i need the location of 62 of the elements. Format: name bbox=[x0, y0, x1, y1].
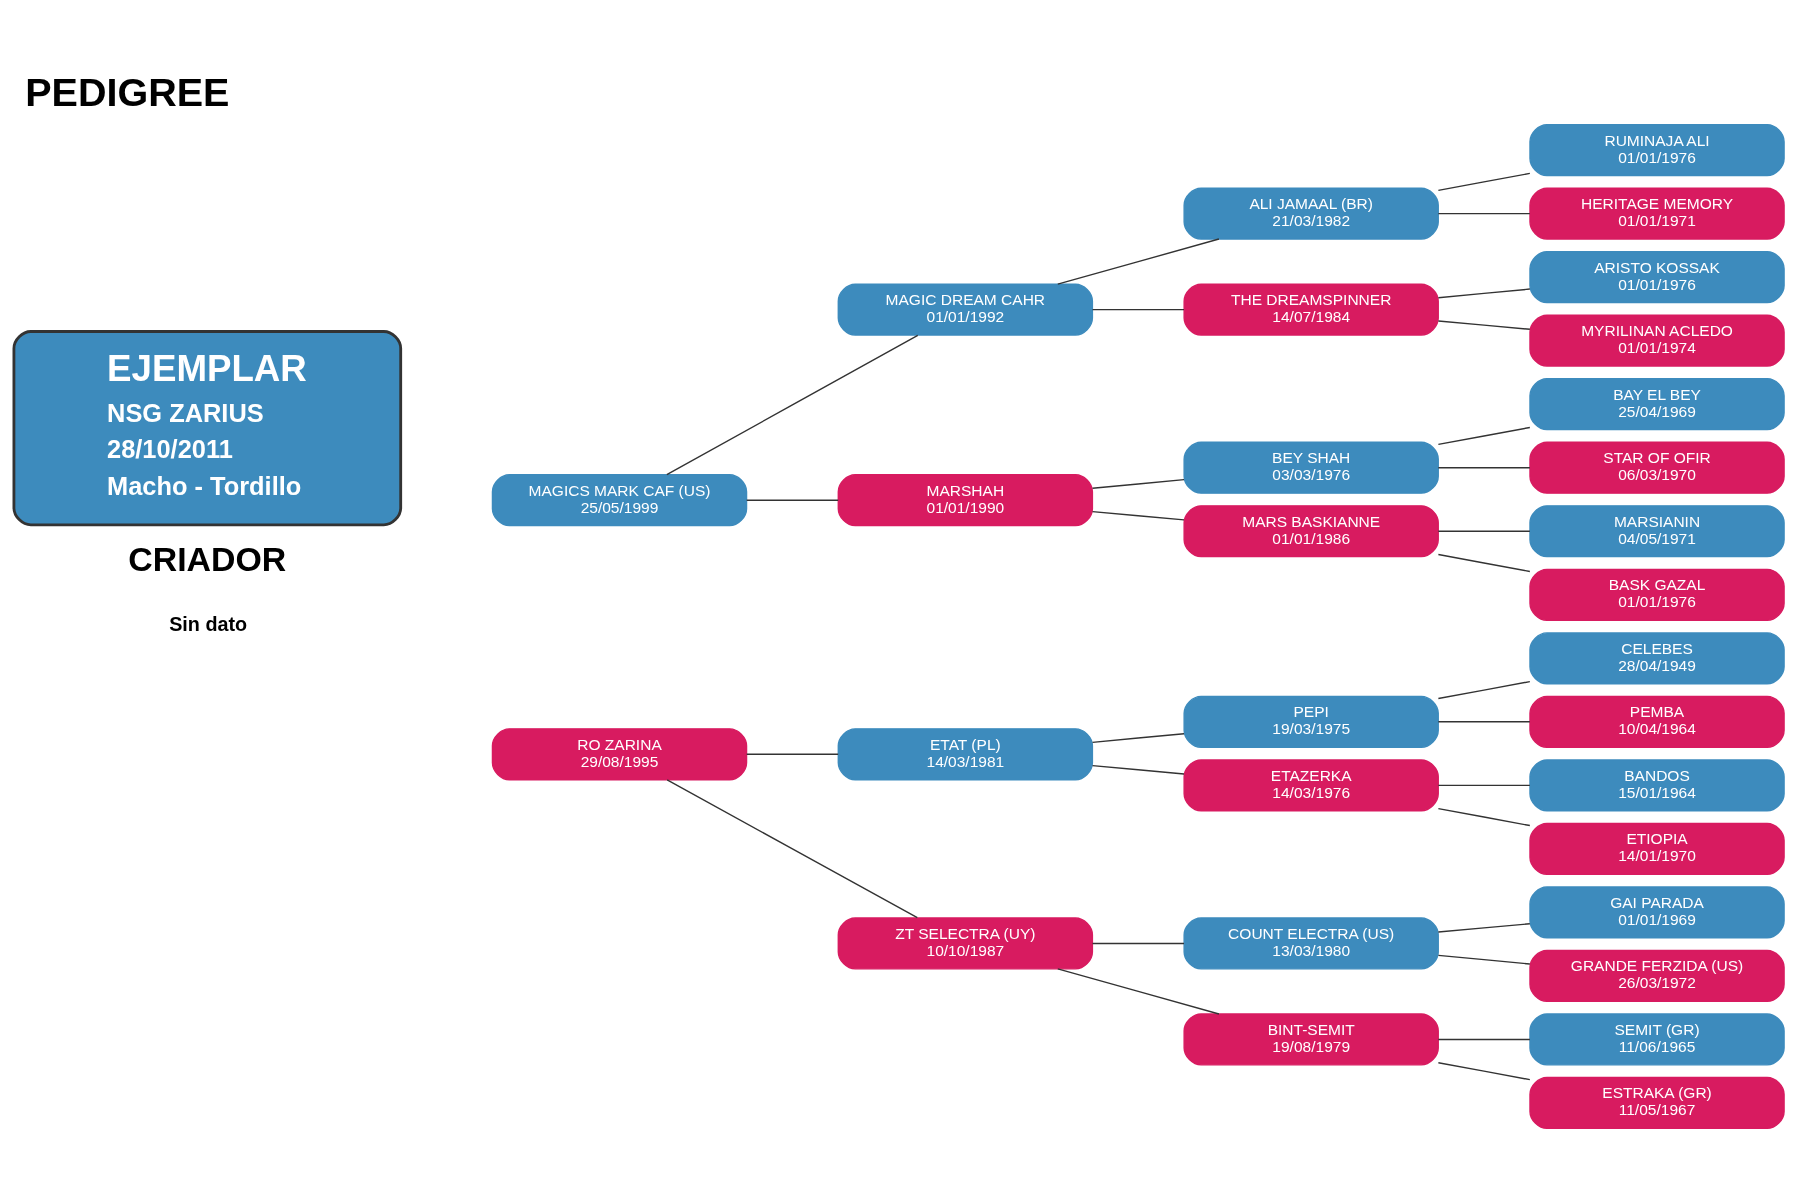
node-box: MARS BASKIANNE 01/01/1986 bbox=[1183, 505, 1439, 558]
node-box: EJEMPLAR NSG ZARIUS 28/10/2011 Macho - Tordillo bbox=[12, 330, 403, 527]
connector bbox=[1091, 942, 1185, 945]
node-box: MARSHAH 01/01/1990 bbox=[837, 474, 1094, 527]
node-box: COUNT ELECTRA (US) 13/03/1980 bbox=[1183, 917, 1439, 970]
connector bbox=[1437, 954, 1531, 965]
connector bbox=[1091, 733, 1185, 744]
connector bbox=[1437, 212, 1531, 215]
connector bbox=[1437, 426, 1531, 446]
node-box: BANDOS 15/01/1964 bbox=[1529, 759, 1785, 812]
diagram-title: PEDIGREE bbox=[25, 69, 230, 114]
node-box: THE DREAMSPINNER 14/07/1984 bbox=[1183, 283, 1439, 336]
connector bbox=[1437, 1038, 1531, 1041]
connector bbox=[1437, 172, 1531, 192]
node-box: MYRILINAN ACLEDO 01/01/1974 bbox=[1529, 314, 1785, 367]
connector bbox=[1437, 923, 1531, 933]
connector bbox=[1091, 764, 1185, 775]
node-box: RUMINAJA ALI 01/01/1976 bbox=[1529, 124, 1785, 177]
node-box: SEMIT (GR) 11/06/1965 bbox=[1529, 1013, 1785, 1066]
connector bbox=[1057, 968, 1220, 1015]
connector bbox=[1437, 807, 1531, 827]
node-box: STAR OF OFIR 06/03/1970 bbox=[1529, 441, 1785, 494]
node-box: BINT-SEMIT 19/08/1979 bbox=[1183, 1013, 1439, 1066]
connector bbox=[1091, 478, 1185, 489]
connector bbox=[666, 334, 919, 476]
connector bbox=[1437, 680, 1531, 700]
connector bbox=[1057, 238, 1220, 285]
connector bbox=[1437, 320, 1531, 330]
connector bbox=[1437, 1062, 1531, 1081]
connector bbox=[1091, 308, 1185, 311]
node-box: MARSIANIN 04/05/1971 bbox=[1529, 505, 1785, 558]
connector bbox=[1437, 721, 1531, 723]
node-box: HERITAGE MEMORY 01/01/1971 bbox=[1529, 187, 1785, 240]
connector bbox=[1437, 288, 1531, 299]
node-box: GRANDE FERZIDA (US) 26/03/1972 bbox=[1529, 949, 1785, 1002]
node-box: PEPI 19/03/1975 bbox=[1183, 695, 1439, 748]
node-box: ESTRAKA (GR) 11/05/1967 bbox=[1529, 1076, 1785, 1130]
connector bbox=[666, 779, 918, 919]
node-box: MAGICS MARK CAF (US) 25/05/1999 bbox=[491, 474, 748, 527]
label: Sin dato bbox=[169, 613, 248, 636]
node-box: ALI JAMAAL (BR) 21/03/1982 bbox=[1183, 187, 1439, 240]
node-box: ETIOPIA 14/01/1970 bbox=[1529, 822, 1785, 875]
node-box: MAGIC DREAM CAHR 01/01/1992 bbox=[837, 283, 1094, 336]
node-box: ETAT (PL) 14/03/1981 bbox=[837, 728, 1094, 781]
node-box: RO ZARINA 29/08/1995 bbox=[491, 728, 748, 781]
connector bbox=[746, 499, 839, 501]
connector bbox=[1437, 467, 1531, 469]
connector bbox=[1437, 553, 1531, 573]
node-box: BASK GAZAL 01/01/1976 bbox=[1529, 568, 1785, 621]
connector bbox=[1091, 510, 1185, 521]
node-box: ARISTO KOSSAK 01/01/1976 bbox=[1529, 251, 1785, 304]
label: CRIADOR bbox=[128, 540, 287, 579]
node-box: BAY EL BEY 25/04/1969 bbox=[1529, 378, 1785, 431]
node-box: GAI PARADA 01/01/1969 bbox=[1529, 886, 1785, 939]
node-box: ZT SELECTRA (UY) 10/10/1987 bbox=[837, 917, 1094, 970]
node-box: BEY SHAH 03/03/1976 bbox=[1183, 441, 1439, 494]
node-box: PEMBA 10/04/1964 bbox=[1529, 695, 1785, 748]
connector bbox=[1437, 784, 1531, 787]
node-box: CELEBES 28/04/1949 bbox=[1529, 632, 1785, 685]
node-box: ETAZERKA 14/03/1976 bbox=[1183, 759, 1439, 812]
connector bbox=[1437, 530, 1531, 532]
connector bbox=[746, 753, 839, 755]
